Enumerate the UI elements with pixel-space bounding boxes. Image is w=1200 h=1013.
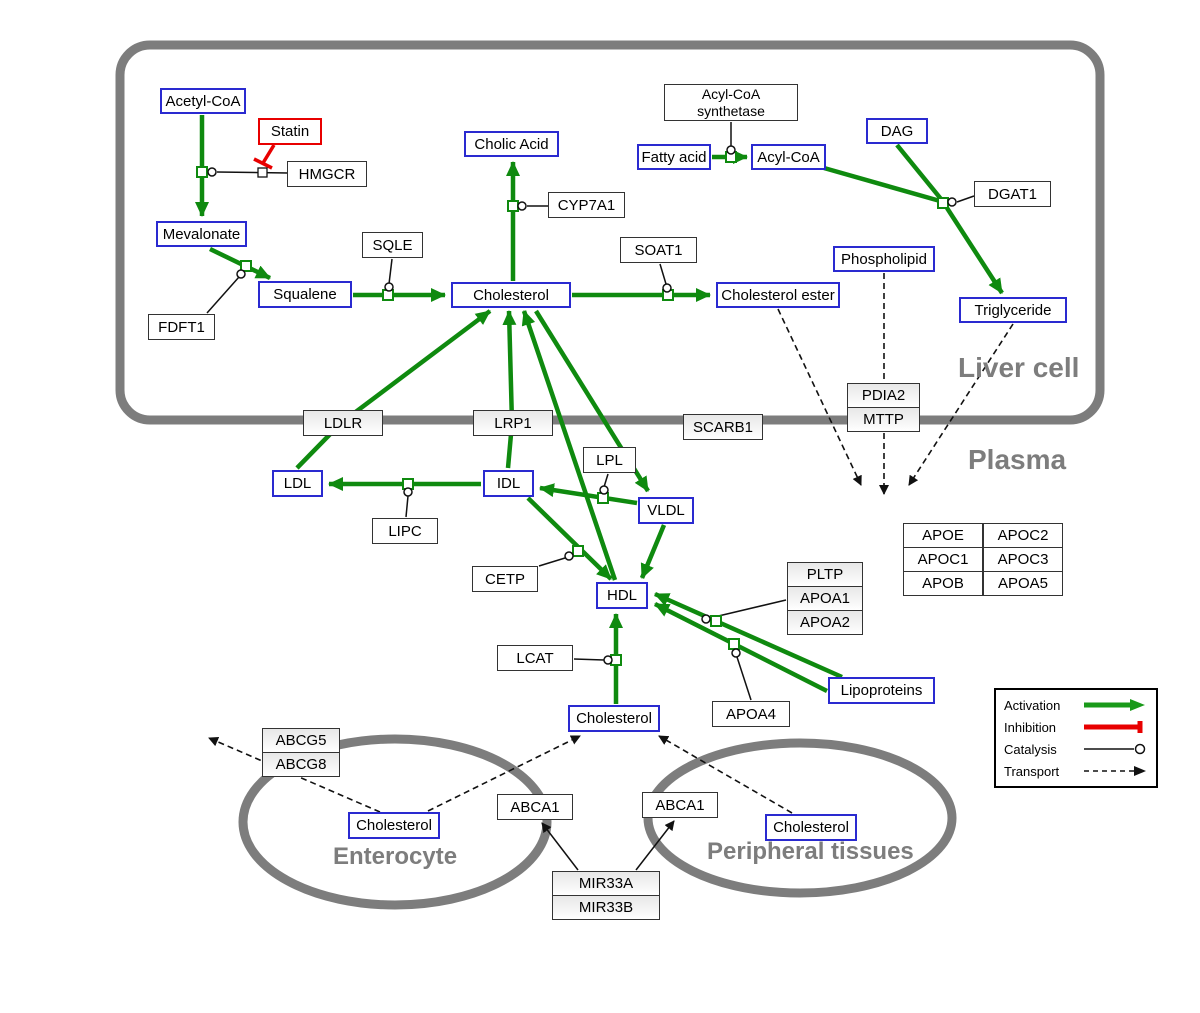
label-plasma: Plasma [968,444,1067,475]
node-cholesterol-ester[interactable]: Cholesterol ester [716,282,840,308]
node-cholesterol-plasma[interactable]: Cholesterol [568,705,660,732]
gene-dgat1[interactable]: DGAT1 [974,181,1051,207]
process-nodes [196,151,949,666]
node-fatty-acid[interactable]: Fatty acid [637,144,711,170]
inhibition-anchor-node [257,167,268,178]
node-vldl[interactable]: VLDL [638,497,694,524]
gene-soat1[interactable]: SOAT1 [620,237,697,263]
node-squalene[interactable]: Squalene [258,281,352,308]
gene-scarb1[interactable]: SCARB1 [683,414,763,440]
apo-table-cell[interactable]: APOC1 [903,547,983,572]
node-cholesterol-enterocyte[interactable]: Cholesterol [348,812,440,839]
legend-row-transport: Transport [1004,763,1148,779]
peripheral-tissues-membrane [643,738,957,898]
gene-acyl-coa-synthetase[interactable]: Acyl-CoA synthetase [664,84,798,121]
node-mevalonate[interactable]: Mevalonate [156,221,247,247]
gene-lipc[interactable]: LIPC [372,518,438,544]
node-cholesterol-peripheral[interactable]: Cholesterol [765,814,857,841]
gene-abca1-peripheral[interactable]: ABCA1 [642,792,718,818]
legend: Activation Inhibition Catalysis Transpor… [994,688,1158,788]
gene-label-line1: Acyl-CoA [701,85,761,102]
gene-sqle[interactable]: SQLE [362,232,423,258]
apo-table-cell[interactable]: APOA5 [983,571,1063,596]
label-enterocyte: Enterocyte [333,843,458,870]
gene-cetp[interactable]: CETP [472,566,538,592]
node-statin[interactable]: Statin [258,118,322,145]
gene-mttp[interactable]: MTTP [847,407,920,432]
catalysis-terminals [207,145,957,665]
legend-row-inhibition: Inhibition [1004,719,1148,735]
regulation-edges [541,820,675,871]
legend-row-catalysis: Catalysis [1004,741,1148,757]
inhibition-tbar-icon [1084,721,1143,733]
legend-row-activation: Activation [1004,697,1148,713]
node-cholesterol-liver[interactable]: Cholesterol [451,282,571,308]
gene-fdft1[interactable]: FDFT1 [148,314,215,340]
gene-apoa2[interactable]: APOA2 [787,610,863,635]
gene-lrp1[interactable]: LRP1 [473,410,553,436]
node-acyl-coa[interactable]: Acyl-CoA [751,144,826,170]
liver-cell-membrane [115,40,1105,425]
gene-abca1-enterocyte[interactable]: ABCA1 [497,794,573,820]
gene-ldlr[interactable]: LDLR [303,410,383,436]
node-lipoproteins[interactable]: Lipoproteins [828,677,935,704]
legend-catalysis-label: Catalysis [1004,741,1057,757]
gene-hmgcr[interactable]: HMGCR [287,161,367,187]
apo-table-cell[interactable]: APOC2 [983,523,1063,548]
gene-abcg8[interactable]: ABCG8 [262,752,340,777]
gene-apoa1[interactable]: APOA1 [787,586,863,611]
label-liver-cell: Liver cell [958,352,1080,383]
node-idl[interactable]: IDL [483,470,534,497]
activation-arrow-icon [1084,699,1145,711]
node-phospholipid[interactable]: Phospholipid [833,246,935,272]
enterocyte-membrane [238,734,552,910]
gene-mir33b[interactable]: MIR33B [552,895,660,920]
apo-table-cell[interactable]: APOB [903,571,983,596]
gene-apoa4[interactable]: APOA4 [712,701,790,727]
node-ldl[interactable]: LDL [272,470,323,497]
gene-lcat[interactable]: LCAT [497,645,573,671]
catalysis-edges [206,122,975,701]
legend-activation-label: Activation [1004,697,1061,713]
inhibition-edge [253,144,276,170]
node-dag[interactable]: DAG [866,118,928,144]
gene-pltp[interactable]: PLTP [787,562,863,587]
gene-label-line2: synthetase [697,102,765,119]
gene-cyp7a1[interactable]: CYP7A1 [548,192,625,218]
catalysis-circle-icon [1084,743,1146,755]
node-triglyceride[interactable]: Triglyceride [959,297,1067,323]
node-hdl[interactable]: HDL [596,582,648,609]
apo-table-cell[interactable]: APOC3 [983,547,1063,572]
gene-mir33a[interactable]: MIR33A [552,871,660,896]
node-acetyl-coa[interactable]: Acetyl-CoA [160,88,246,114]
node-cholic-acid[interactable]: Cholic Acid [464,131,559,157]
label-peripheral-tissues: Peripheral tissues [707,838,914,865]
apo-table-cell[interactable]: APOE [903,523,983,548]
legend-transport-label: Transport [1004,763,1060,779]
transport-arrow-icon [1084,766,1146,776]
gene-lpl[interactable]: LPL [583,447,636,473]
legend-inhibition-label: Inhibition [1004,719,1057,735]
gene-pdia2[interactable]: PDIA2 [847,383,920,408]
gene-abcg5[interactable]: ABCG5 [262,728,340,753]
